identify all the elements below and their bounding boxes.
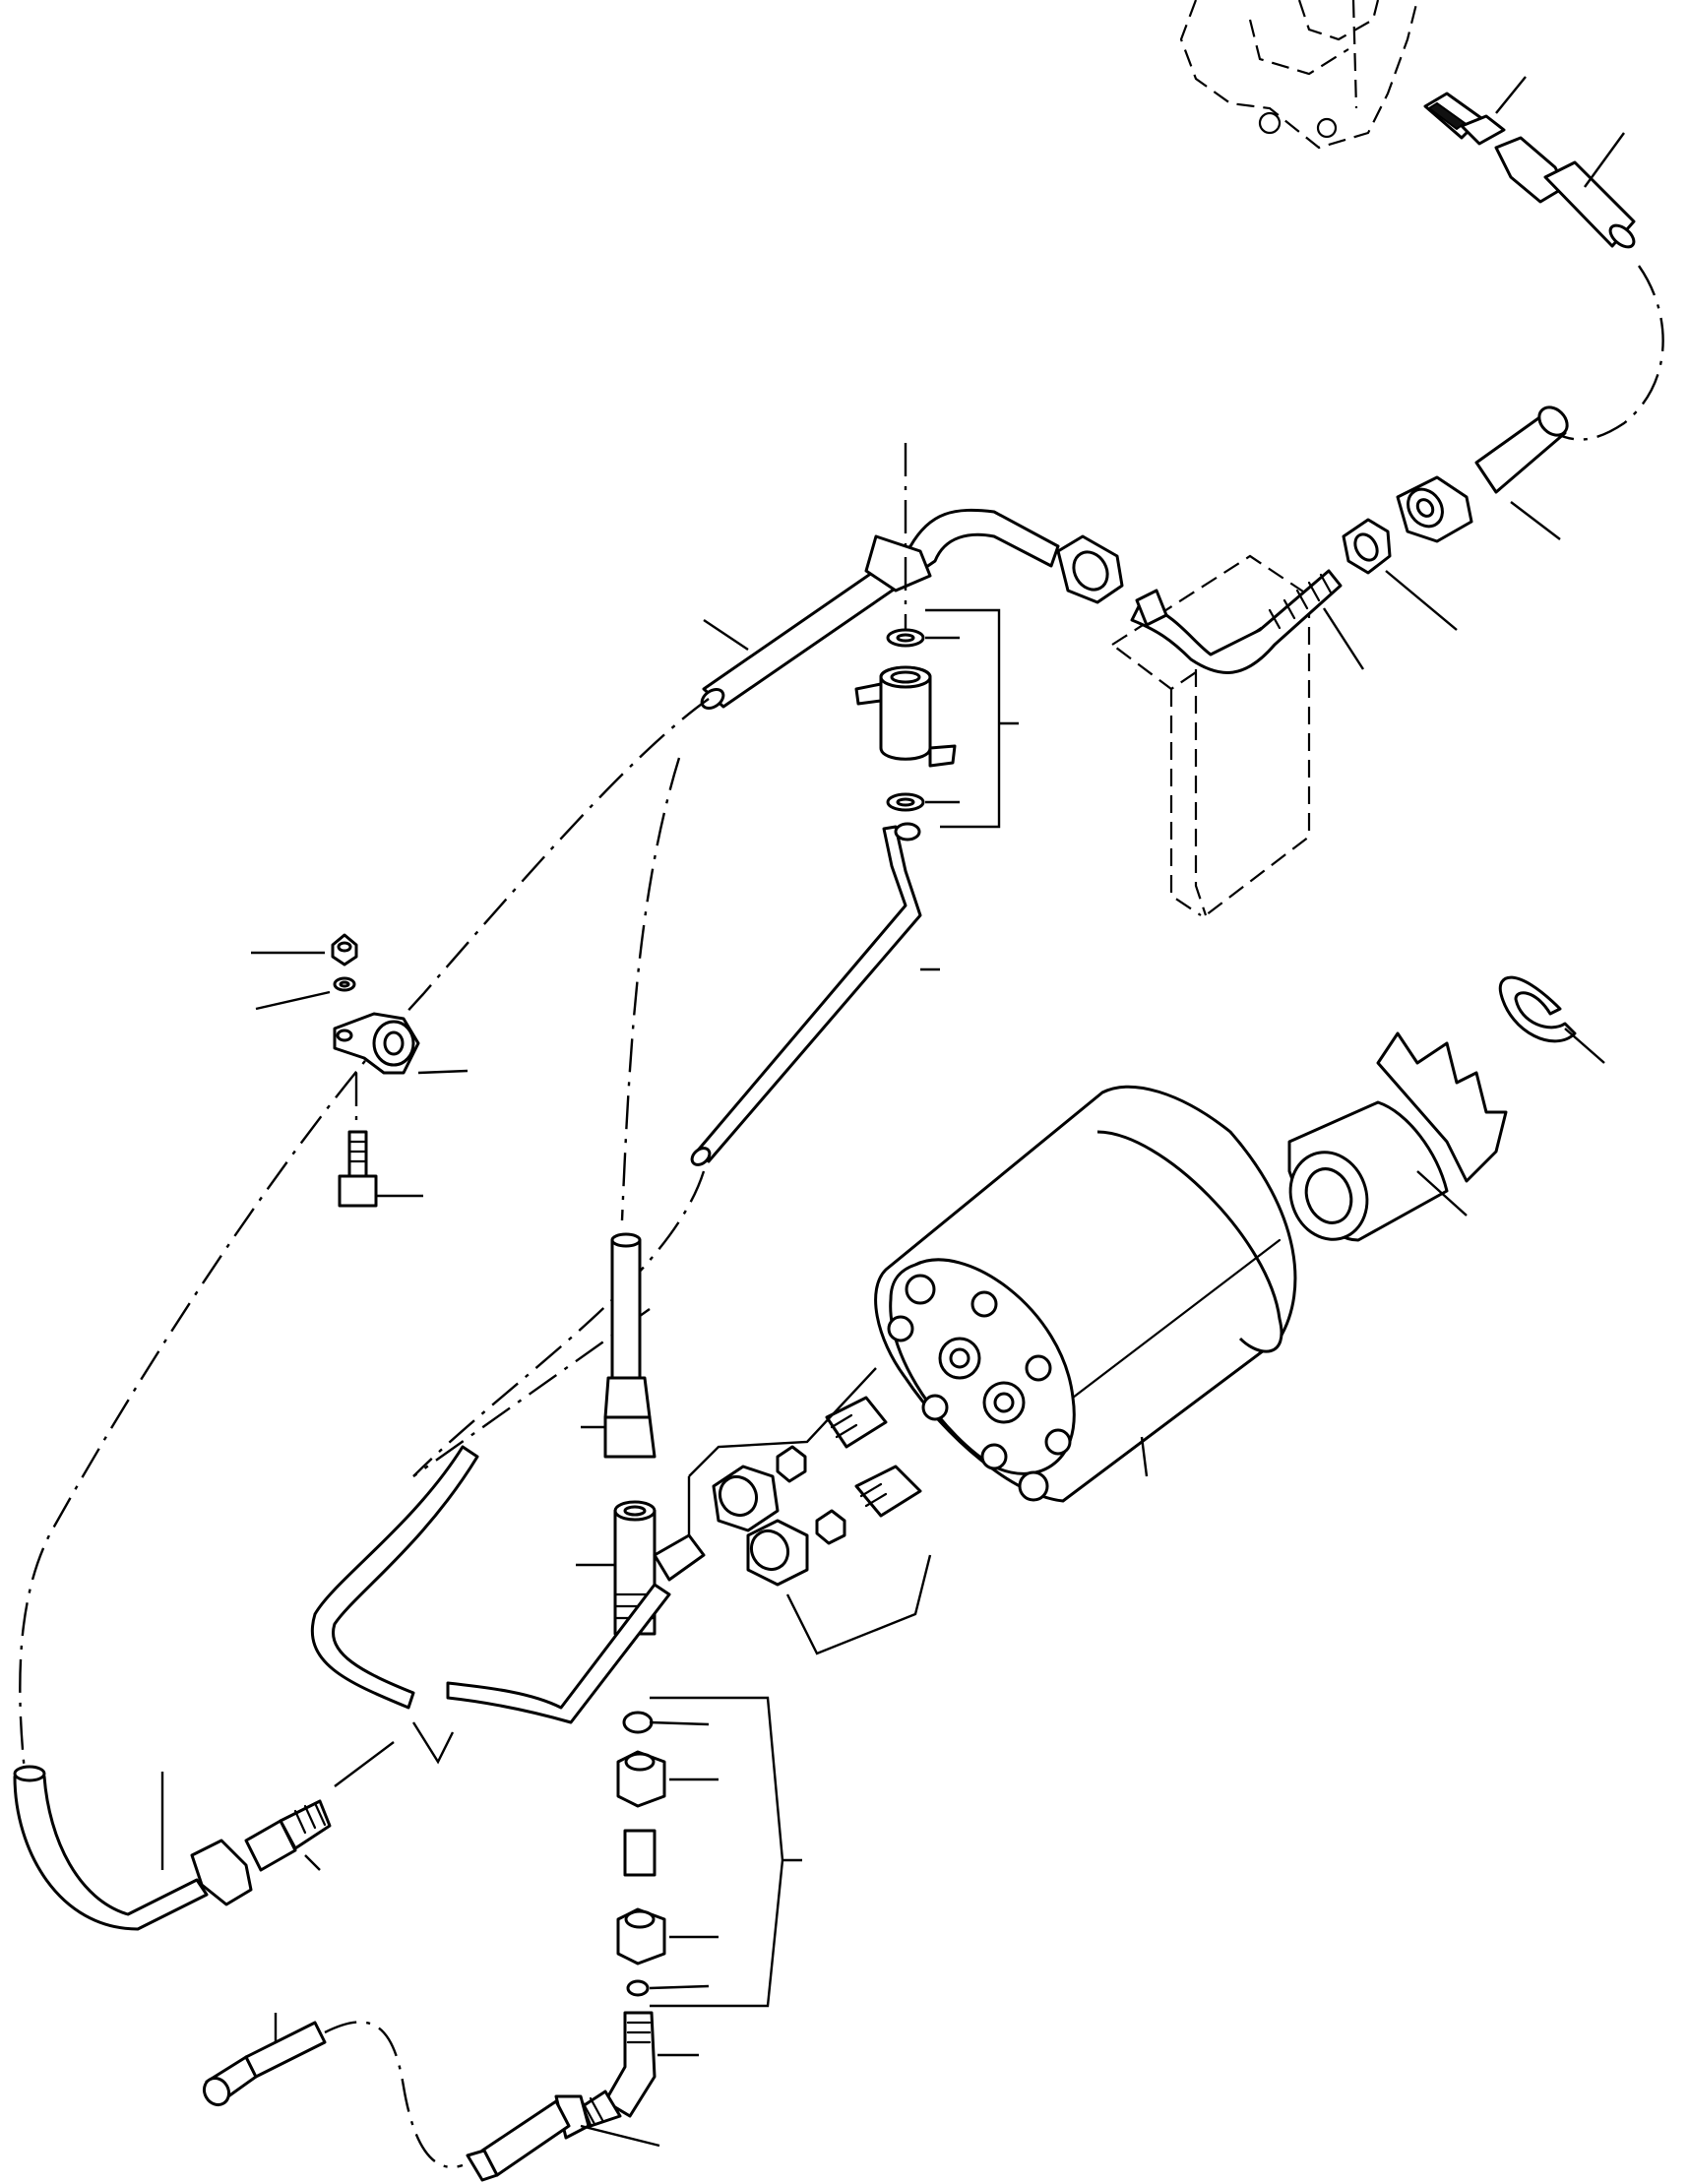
hose-assembly-left xyxy=(13,1741,395,1931)
splined-coupling xyxy=(1287,1031,1508,1242)
motor-fittings xyxy=(687,1367,932,1655)
hose-assembly-right xyxy=(1396,406,1569,543)
elbow-fitting xyxy=(581,2011,699,2128)
hose-end-top xyxy=(1494,132,1636,249)
washer-nut-left xyxy=(251,933,358,1011)
vertical-tube-upper xyxy=(581,1232,657,1459)
return-tube-left xyxy=(310,1445,671,1765)
bulkhead-plate xyxy=(1110,554,1311,916)
lower-bent-tube xyxy=(690,822,940,1166)
grommet-clamp xyxy=(854,608,1019,829)
adapter-fitting-top xyxy=(1423,76,1527,146)
tube-connector-stack xyxy=(616,1696,802,2008)
hose-end-bottom-left xyxy=(202,2013,464,2168)
lock-nut xyxy=(1342,518,1458,631)
steering-motor xyxy=(874,1085,1297,1503)
union-nut-upper xyxy=(1056,534,1124,604)
hose-end-bottom xyxy=(466,2094,660,2182)
snap-ring xyxy=(1498,975,1605,1064)
tube-clip xyxy=(333,1012,469,1075)
valve-housing xyxy=(1179,0,1419,150)
bolt xyxy=(338,1073,423,1208)
bent-tube-bulkhead xyxy=(1130,569,1365,674)
upper-tube xyxy=(700,508,1060,711)
